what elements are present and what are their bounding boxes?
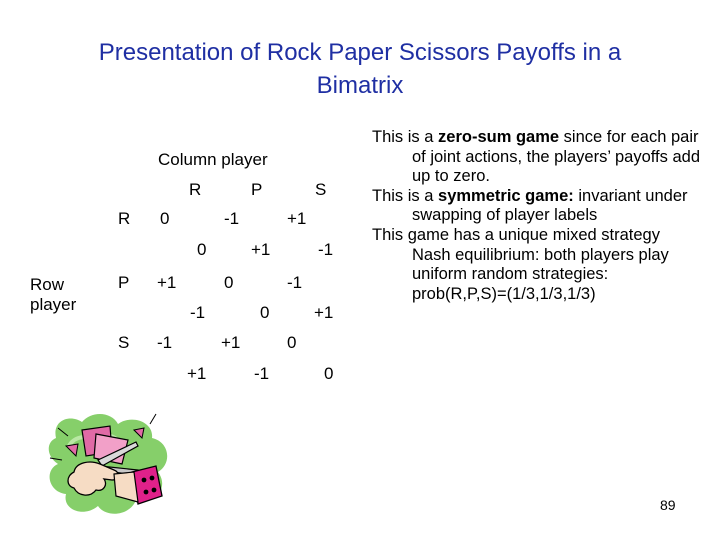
row-payoff-r-s: +1 — [287, 209, 307, 228]
row-header-r: R — [118, 209, 131, 228]
title-line-1: Presentation of Rock Paper Scissors Payo… — [98, 39, 622, 66]
title-line-2: Bimatrix — [316, 72, 404, 99]
column-payoff-s-p: -1 — [254, 364, 270, 383]
column-payoff-r-s: -1 — [318, 240, 334, 259]
scissors-cutting-paper-icon — [48, 413, 168, 514]
column-payoff-s-s: 0 — [324, 364, 334, 383]
row-header-s: S — [118, 333, 130, 352]
row-payoff-p-p: 0 — [224, 273, 234, 292]
note-zero-sum: This is a zero-sum game since for each p… — [372, 128, 702, 187]
column-header-s: S — [315, 180, 327, 199]
column-payoff-p-p: 0 — [260, 303, 270, 322]
row-payoff-r-r: 0 — [160, 209, 170, 228]
note-text: This is a — [372, 186, 439, 205]
row-payoff-p-s: -1 — [287, 273, 303, 292]
column-header-r: R — [189, 180, 202, 199]
note-text: since for each pair of joint actions, th… — [412, 128, 701, 186]
column-player-label: Column player — [158, 150, 268, 169]
note-text: This game has a unique mixed strategy Na… — [372, 225, 669, 303]
note-emphasis: zero-sum game — [438, 128, 560, 146]
note-text: This is a — [372, 128, 439, 146]
column-payoff-p-r: -1 — [190, 303, 206, 322]
column-header-p: P — [251, 180, 263, 199]
slide-title: Presentation of Rock Paper Scissors Payo… — [40, 36, 680, 102]
page-number: 89 — [660, 497, 676, 513]
column-payoff-s-r: +1 — [187, 364, 207, 383]
row-payoff-s-r: -1 — [157, 333, 173, 352]
note-text: invariant under swapping of player label… — [412, 186, 688, 225]
row-player-label-line-1: Row — [30, 275, 65, 294]
row-payoff-p-r: +1 — [157, 273, 177, 292]
column-payoff-r-p: +1 — [251, 240, 271, 259]
column-payoff-p-s: +1 — [314, 303, 334, 322]
row-header-p: P — [118, 273, 130, 292]
column-payoff-r-r: 0 — [197, 240, 207, 259]
row-payoff-s-p: +1 — [221, 333, 241, 352]
row-payoff-s-s: 0 — [287, 333, 297, 352]
note-symmetric: This is a symmetric game: invariant unde… — [372, 187, 702, 226]
row-payoff-r-p: -1 — [224, 209, 240, 228]
note-emphasis: symmetric game: — [438, 186, 574, 205]
note-nash-equilibrium: This game has a unique mixed strategy Na… — [372, 226, 702, 304]
explanation-text: This is a zero-sum game since for each p… — [372, 128, 702, 304]
row-player-label-line-2: player — [30, 295, 77, 314]
